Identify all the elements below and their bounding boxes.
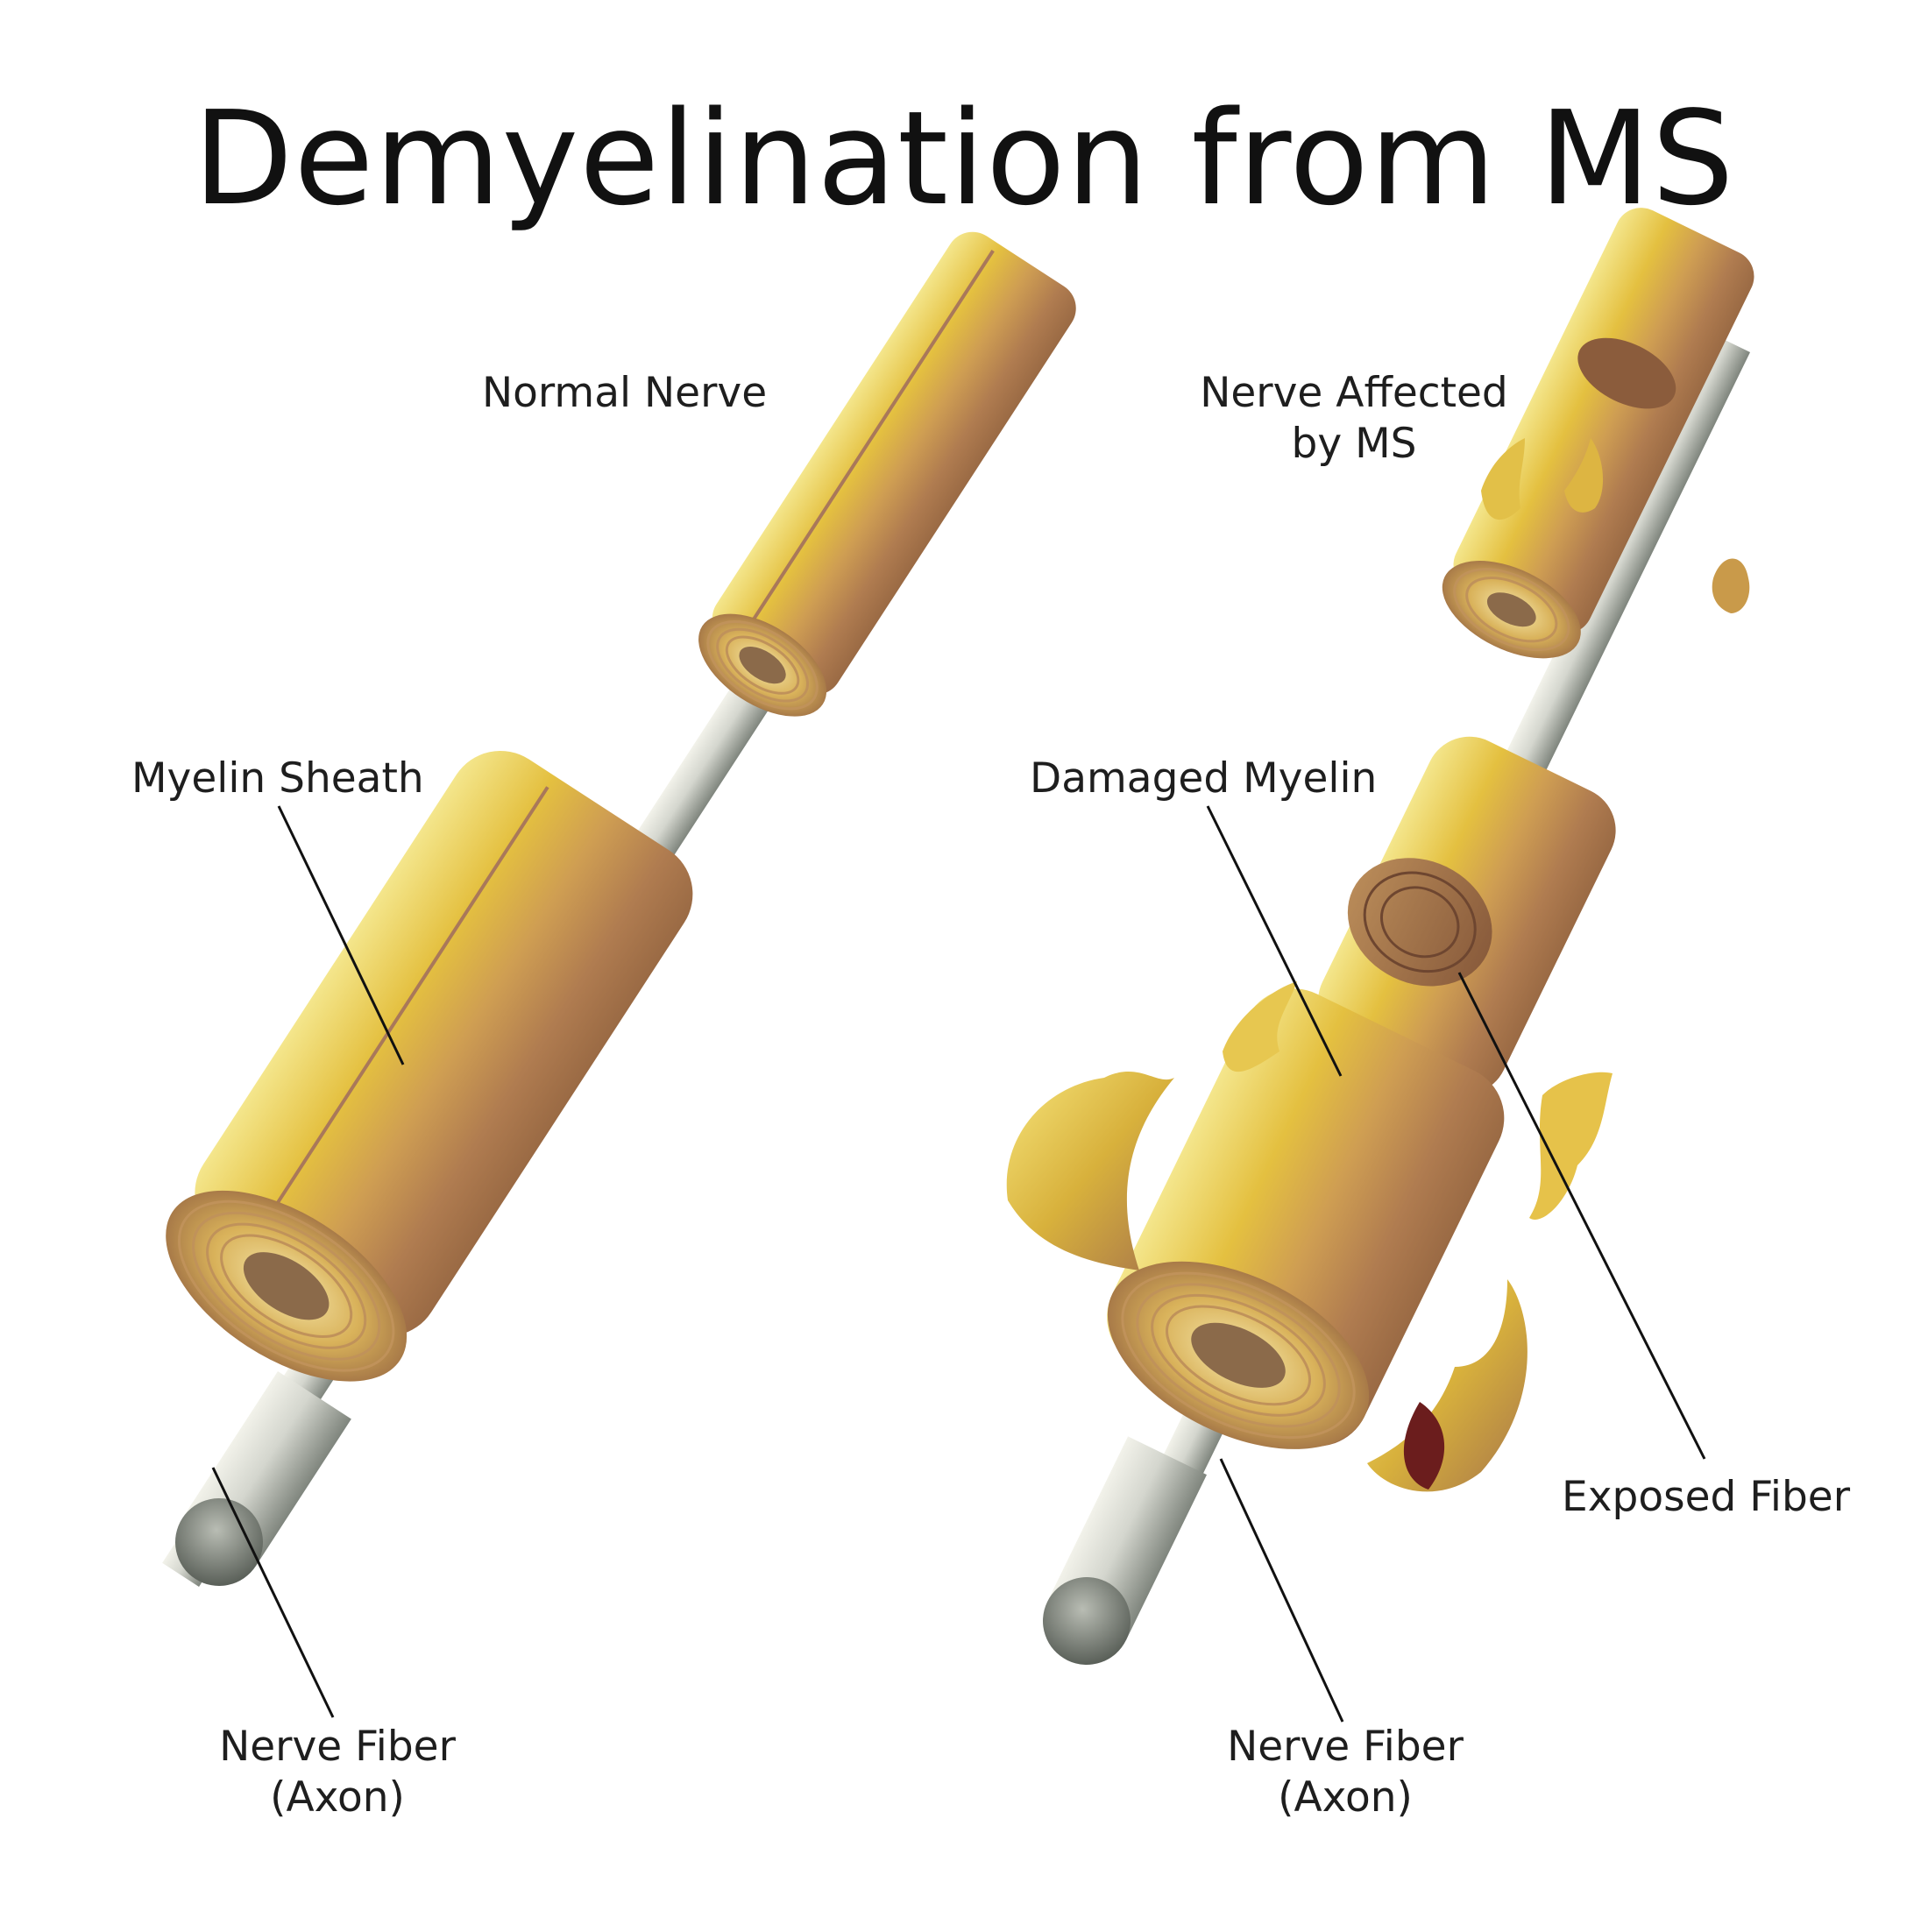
leader-nerve-fiber-left [211, 1467, 335, 1718]
affected-axon-tip [1043, 1436, 1207, 1665]
affected-lower-sheath [1107, 988, 1505, 1449]
label-nerve-fiber-left-line1: Nerve Fiber [219, 1723, 456, 1771]
label-nerve-fiber-left-line2: (Axon) [270, 1773, 405, 1822]
normal-axon-tip [175, 1371, 351, 1586]
label-damaged-myelin: Damaged Myelin [1030, 754, 1378, 803]
normal-nerve-illustration [162, 231, 1076, 1588]
myelin-fragment-3 [1564, 438, 1604, 513]
normal-upper-sheath [698, 231, 1076, 717]
damage-gap [1403, 1402, 1445, 1490]
label-affected-nerve-line1: Nerve Affected [1200, 369, 1508, 417]
label-affected-nerve-line2: by MS [1291, 420, 1417, 468]
leader-myelin-sheath [277, 805, 405, 1065]
affected-middle-sheath [1318, 736, 1616, 1095]
label-normal-nerve: Normal Nerve [482, 369, 768, 417]
myelin-fragment-2 [1481, 438, 1525, 520]
normal-lower-sheath [166, 750, 693, 1382]
peeled-flap-left [1006, 1071, 1174, 1270]
leader-damaged-myelin [1206, 805, 1343, 1077]
myelin-fragment-1 [1223, 981, 1297, 1072]
label-nerve-fiber-left: Nerve Fiber (Axon) [188, 1722, 486, 1823]
leader-nerve-fiber-right [1219, 1458, 1344, 1723]
page-title: Demyelination from MS [193, 83, 1735, 234]
label-exposed-fiber: Exposed Fiber [1562, 1473, 1851, 1521]
myelin-fragment-4 [1712, 558, 1750, 613]
label-myelin-sheath: Myelin Sheath [131, 754, 424, 803]
label-nerve-fiber-right: Nerve Fiber (Axon) [1196, 1722, 1494, 1823]
label-nerve-fiber-right-line2: (Axon) [1278, 1773, 1413, 1822]
affected-nerve-illustration [1006, 208, 1754, 1665]
myelin-fragment-5 [1529, 1072, 1613, 1220]
label-affected-nerve: Nerve Affected by MS [1179, 368, 1529, 470]
leader-exposed-fiber [1457, 972, 1706, 1460]
label-nerve-fiber-right-line1: Nerve Fiber [1227, 1723, 1464, 1771]
affected-upper-sheath [1442, 208, 1754, 659]
